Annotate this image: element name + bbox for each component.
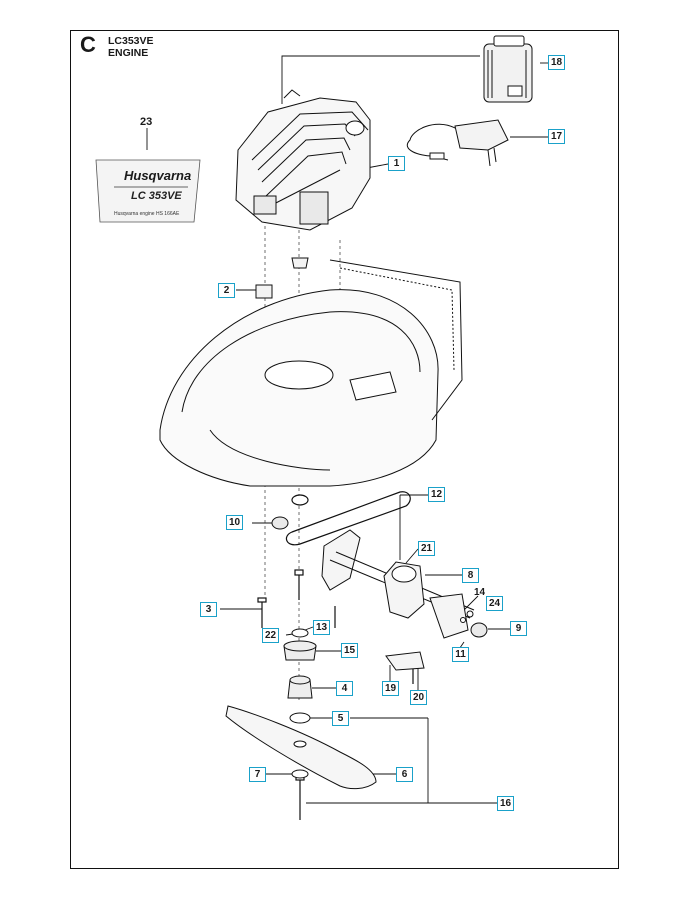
callout-6: 6 <box>396 767 413 782</box>
callout-17: 17 <box>548 129 565 144</box>
bracket-drawing <box>385 651 425 671</box>
callout-24: 24 <box>486 596 503 611</box>
spacer-parts <box>255 257 309 299</box>
decal-engine-text: Husqvarna engine HS 166AE <box>114 211 180 217</box>
callout-4: 4 <box>336 681 353 696</box>
blade-hub-parts <box>283 628 317 779</box>
callout-11: 11 <box>452 647 469 662</box>
model-title: LC353VE ENGINE <box>108 35 154 59</box>
callout-20: 20 <box>410 690 427 705</box>
pinion-gears <box>271 516 488 638</box>
callout-12: 12 <box>428 487 445 502</box>
callout-3: 3 <box>200 602 217 617</box>
drive-belt <box>285 491 411 546</box>
callout-14: 14 <box>473 587 486 598</box>
bolts <box>257 569 414 820</box>
callout-1: 1 <box>388 156 405 171</box>
callout-18: 18 <box>548 55 565 70</box>
callout-19: 19 <box>382 681 399 696</box>
callout-7: 7 <box>249 767 266 782</box>
callout-16: 16 <box>497 796 514 811</box>
assembly-name: ENGINE <box>108 47 149 59</box>
gearbox-drawing <box>321 529 475 639</box>
callout-8: 8 <box>462 568 479 583</box>
callout-13: 13 <box>313 620 330 635</box>
callout-15: 15 <box>341 643 358 658</box>
callout-21: 21 <box>418 541 435 556</box>
callout-22: 22 <box>262 628 279 643</box>
callout-9: 9 <box>510 621 527 636</box>
decal-plate <box>95 159 201 223</box>
decal-model-text: LC 353VE <box>131 190 182 202</box>
decal-brand-text: Husqvarna <box>124 168 192 183</box>
section-letter: C <box>80 32 96 57</box>
diagram-frame <box>70 30 619 869</box>
battery-drawing <box>483 35 533 103</box>
mower-blade <box>225 705 377 790</box>
callout-23: 23 <box>140 116 153 128</box>
callout-5: 5 <box>332 711 349 726</box>
callout-2: 2 <box>218 283 235 298</box>
charger-drawing <box>407 119 509 167</box>
mower-deck-drawing <box>159 259 463 487</box>
engine-drawing <box>235 89 371 231</box>
model-number: LC353VE <box>108 35 154 47</box>
callout-10: 10 <box>226 515 243 530</box>
